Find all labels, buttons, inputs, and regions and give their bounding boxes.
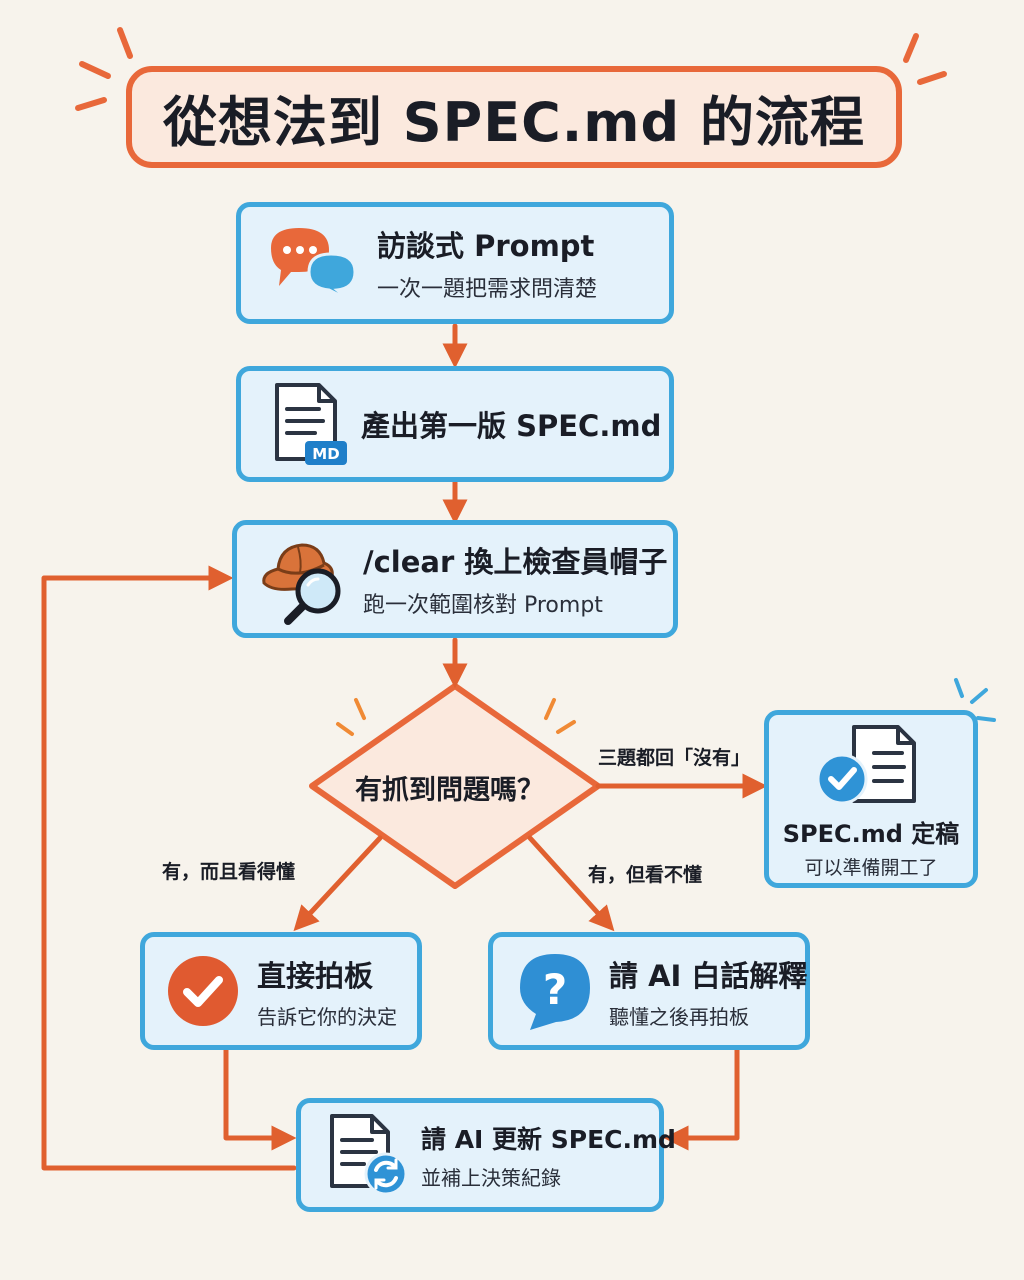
arrow-decide-to-update [223,1047,297,1151]
step-final: SPEC.md 定稿 可以準備開工了 [764,710,978,888]
step-interview-title: 訪談式 Prompt [377,229,595,263]
chat-bubbles-icon [263,218,363,308]
step-final-subtitle: 可以準備開工了 [804,857,938,879]
step-inspector: /clear 換上檢查員帽子 跑一次範圍核對 Prompt [232,520,678,638]
step-inspector-subtitle: 跑一次範圍核對 Prompt [363,593,603,618]
decision-sparks-icon [336,698,576,736]
decision-question: 有抓到問題嗎？ [355,775,544,806]
step-decide-title: 直接拍板 [257,958,374,993]
step-interview-subtitle: 一次一題把需求問清楚 [377,277,598,302]
svg-text:MD: MD [312,445,339,463]
step-first-spec-title: 產出第一版 SPEC.md [361,409,662,443]
step-update: 請 AI 更新 SPEC.md 並補上決策紀錄 [296,1098,676,1212]
arrow-decision-to-decide [293,835,383,932]
step-explain-title: 請 AI 白話解釋 [609,958,808,993]
question-bubble-icon: ? [515,949,595,1033]
step-update-title: 請 AI 更新 SPEC.md [421,1124,676,1154]
step-update-subtitle: 並補上決策紀錄 [421,1165,561,1190]
check-circle-icon [165,953,241,1029]
edge-label-not-understood: 有，但看不懂 [588,864,703,886]
document-check-icon [811,722,931,808]
step-interview: 訪談式 Prompt 一次一題把需求問清楚 [236,202,674,324]
md-document-icon: MD [267,380,351,468]
document-refresh-icon [325,1111,411,1199]
step-decide-subtitle: 告訴它你的決定 [257,1004,397,1029]
edge-label-understood: 有，而且看得懂 [162,861,296,883]
step-inspector-title: /clear 換上檢查員帽子 [363,545,668,579]
edge-label-no-issue: 三題都回「沒有」 [598,747,751,769]
step-decide: 直接拍板 告訴它你的決定 [140,932,422,1050]
detective-hat-magnifier-icon [257,531,353,627]
page-title: 從想法到 SPEC.md 的流程 [162,90,866,154]
arrow-explain-to-update [663,1047,740,1151]
step-explain-subtitle: 聽懂之後再拍板 [609,1004,749,1029]
step-first-spec: MD 產出第一版 SPEC.md [236,366,674,482]
svg-text:?: ? [543,965,567,1014]
step-final-title: SPEC.md 定稿 [782,820,960,848]
step-explain: ? 請 AI 白話解釋 聽懂之後再拍板 [488,932,810,1050]
title-banner: 從想法到 SPEC.md 的流程 [126,66,902,168]
